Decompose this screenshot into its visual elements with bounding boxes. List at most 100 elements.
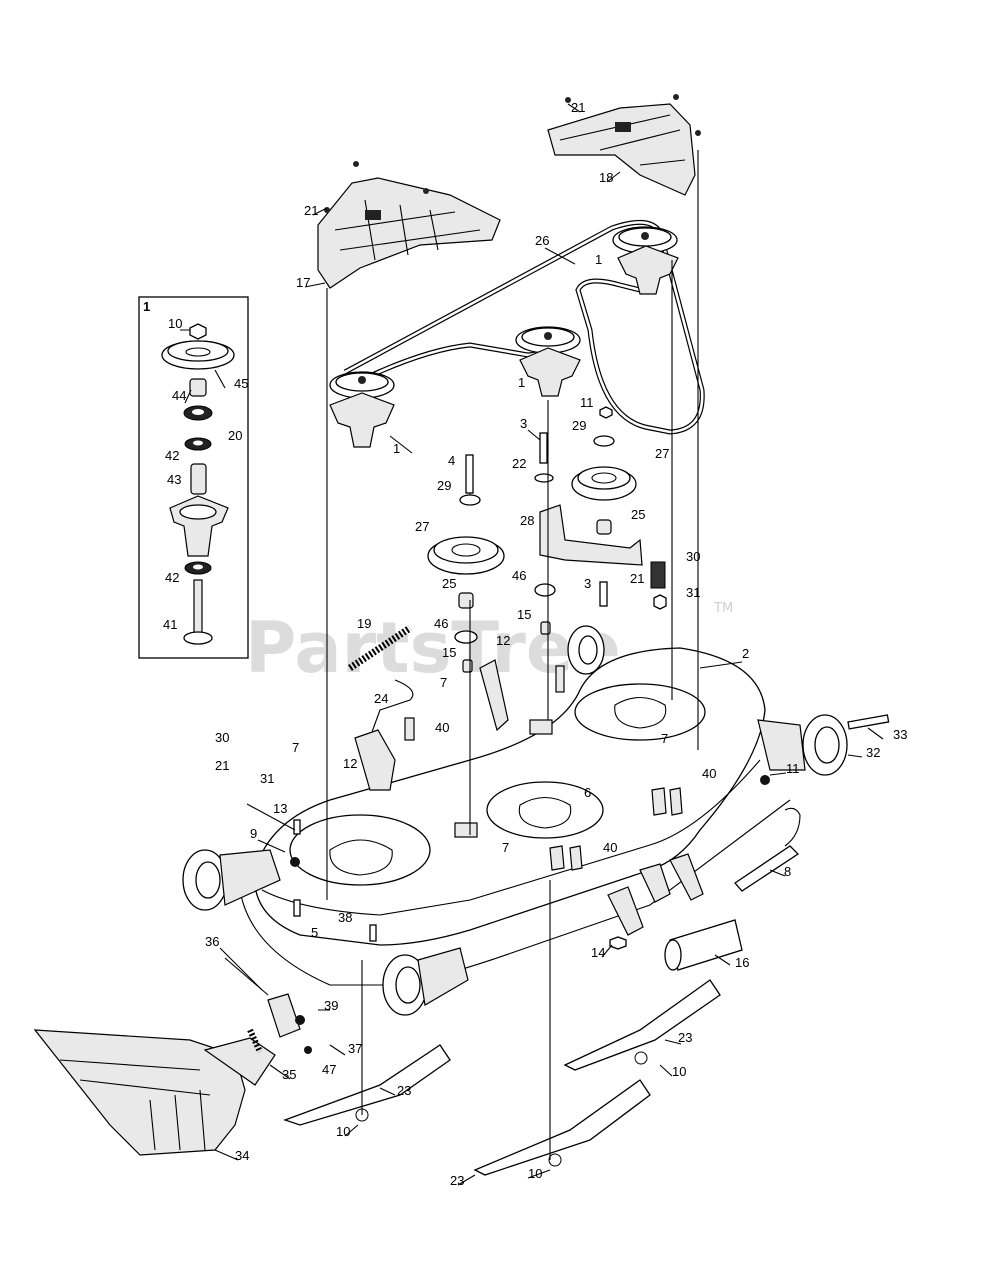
callout-label: 9 — [250, 826, 257, 841]
callout-label: 32 — [866, 745, 880, 760]
callout-label: 41 — [163, 617, 177, 632]
callout-label: 1 — [518, 375, 525, 390]
callout-label: 1 — [595, 252, 602, 267]
callout-label: 7 — [440, 675, 447, 690]
callout-label: 46 — [512, 568, 526, 583]
callout-label: 17 — [296, 275, 310, 290]
belt-cover-right — [547, 94, 701, 196]
callout-label: 12 — [496, 633, 510, 648]
callout-label: 3 — [584, 576, 591, 591]
leader-lines — [180, 103, 884, 1186]
spindle-spacer-part — [190, 463, 207, 495]
callout-label: 39 — [324, 998, 338, 1013]
spring-and-hardware — [348, 561, 667, 733]
callout-label: 28 — [520, 513, 534, 528]
callout-label: 46 — [434, 616, 448, 631]
callout-label: 7 — [661, 731, 668, 746]
callout-label: 42 — [165, 570, 179, 585]
callout-label: 11 — [786, 761, 800, 776]
deck-baffle — [664, 919, 743, 971]
callout-label: 7 — [292, 740, 299, 755]
inset-label: 1 — [143, 299, 150, 314]
callout-label: 25 — [631, 507, 645, 522]
callout-label: 42 — [165, 448, 179, 463]
callout-label: 10 — [168, 316, 182, 331]
idler-bracket — [534, 432, 643, 635]
callout-label: 14 — [591, 945, 605, 960]
callout-label: 8 — [784, 864, 791, 879]
callout-label: 16 — [735, 955, 749, 970]
callout-label: 10 — [336, 1124, 350, 1139]
callout-label: 27 — [655, 446, 669, 461]
callout-label: 31 — [686, 585, 700, 600]
callout-label: 33 — [893, 727, 907, 742]
belt-cover-left — [317, 161, 501, 289]
callout-label: 21 — [571, 100, 585, 115]
mower-blade-right — [563, 979, 721, 1071]
mower-blade-center — [473, 1079, 651, 1176]
callout-label: 29 — [437, 478, 451, 493]
gauge-wheel-rear — [567, 625, 605, 675]
callout-label: 23 — [450, 1173, 464, 1188]
callout-label: 27 — [415, 519, 429, 534]
callout-label: 19 — [357, 616, 371, 631]
spindle-right — [612, 226, 679, 295]
callout-label: 40 — [702, 766, 716, 781]
callout-label: 10 — [672, 1064, 686, 1079]
callout-label: 23 — [678, 1030, 692, 1045]
callout-label: 47 — [322, 1062, 336, 1077]
spindle-center — [515, 326, 581, 397]
callout-label: 30 — [215, 730, 229, 745]
mower-blade-left — [283, 1044, 451, 1126]
spindle-left — [329, 371, 395, 448]
callout-label: 37 — [348, 1041, 362, 1056]
callout-label: 21 — [304, 203, 318, 218]
gauge-wheel-front-left — [182, 849, 281, 911]
callout-label: 3 — [520, 416, 527, 431]
callout-label: 24 — [374, 691, 388, 706]
callout-label: 26 — [535, 233, 549, 248]
watermark-trademark: TM — [713, 601, 733, 616]
callout-label: 45 — [234, 376, 248, 391]
spacer-part — [189, 378, 207, 397]
callout-label: 38 — [338, 910, 352, 925]
callout-label: 11 — [580, 395, 594, 410]
callout-label: 15 — [517, 607, 531, 622]
deck-brackets — [290, 659, 683, 942]
callout-label: 20 — [228, 428, 242, 443]
callout-label: 18 — [599, 170, 613, 185]
callout-label: 5 — [311, 925, 318, 940]
callout-label: 22 — [512, 456, 526, 471]
callout-label: 21 — [215, 758, 229, 773]
callout-label: 6 — [584, 785, 591, 800]
callout-label: 15 — [442, 645, 456, 660]
discharge-chute — [33, 957, 312, 1156]
idler-pulley-left — [427, 454, 505, 609]
callout-label: 7 — [502, 840, 509, 855]
callout-label: 34 — [235, 1148, 249, 1163]
callout-label: 2 — [742, 646, 749, 661]
callout-label: 36 — [205, 934, 219, 949]
callout-label: 43 — [167, 472, 181, 487]
callout-label: 1 — [393, 441, 400, 456]
lift-rod — [607, 807, 801, 950]
callout-label: 13 — [273, 801, 287, 816]
callout-label: 4 — [448, 453, 455, 468]
callout-label: 29 — [572, 418, 586, 433]
gauge-wheel-side — [757, 714, 890, 785]
spindle-shaft-part — [193, 579, 203, 636]
callout-label: 31 — [260, 771, 274, 786]
callout-label: 25 — [442, 576, 456, 591]
callout-label: 44 — [172, 388, 186, 403]
callout-label: 30 — [686, 549, 700, 564]
spindle-assembly-inset: 1 — [138, 296, 249, 659]
hex-nut-part — [189, 323, 207, 340]
callout-label: 35 — [282, 1067, 296, 1082]
callout-label: 21 — [630, 571, 644, 586]
callout-label: 23 — [397, 1083, 411, 1098]
callout-label: 10 — [528, 1166, 542, 1181]
callout-label: 12 — [343, 756, 357, 771]
callout-label: 40 — [435, 720, 449, 735]
